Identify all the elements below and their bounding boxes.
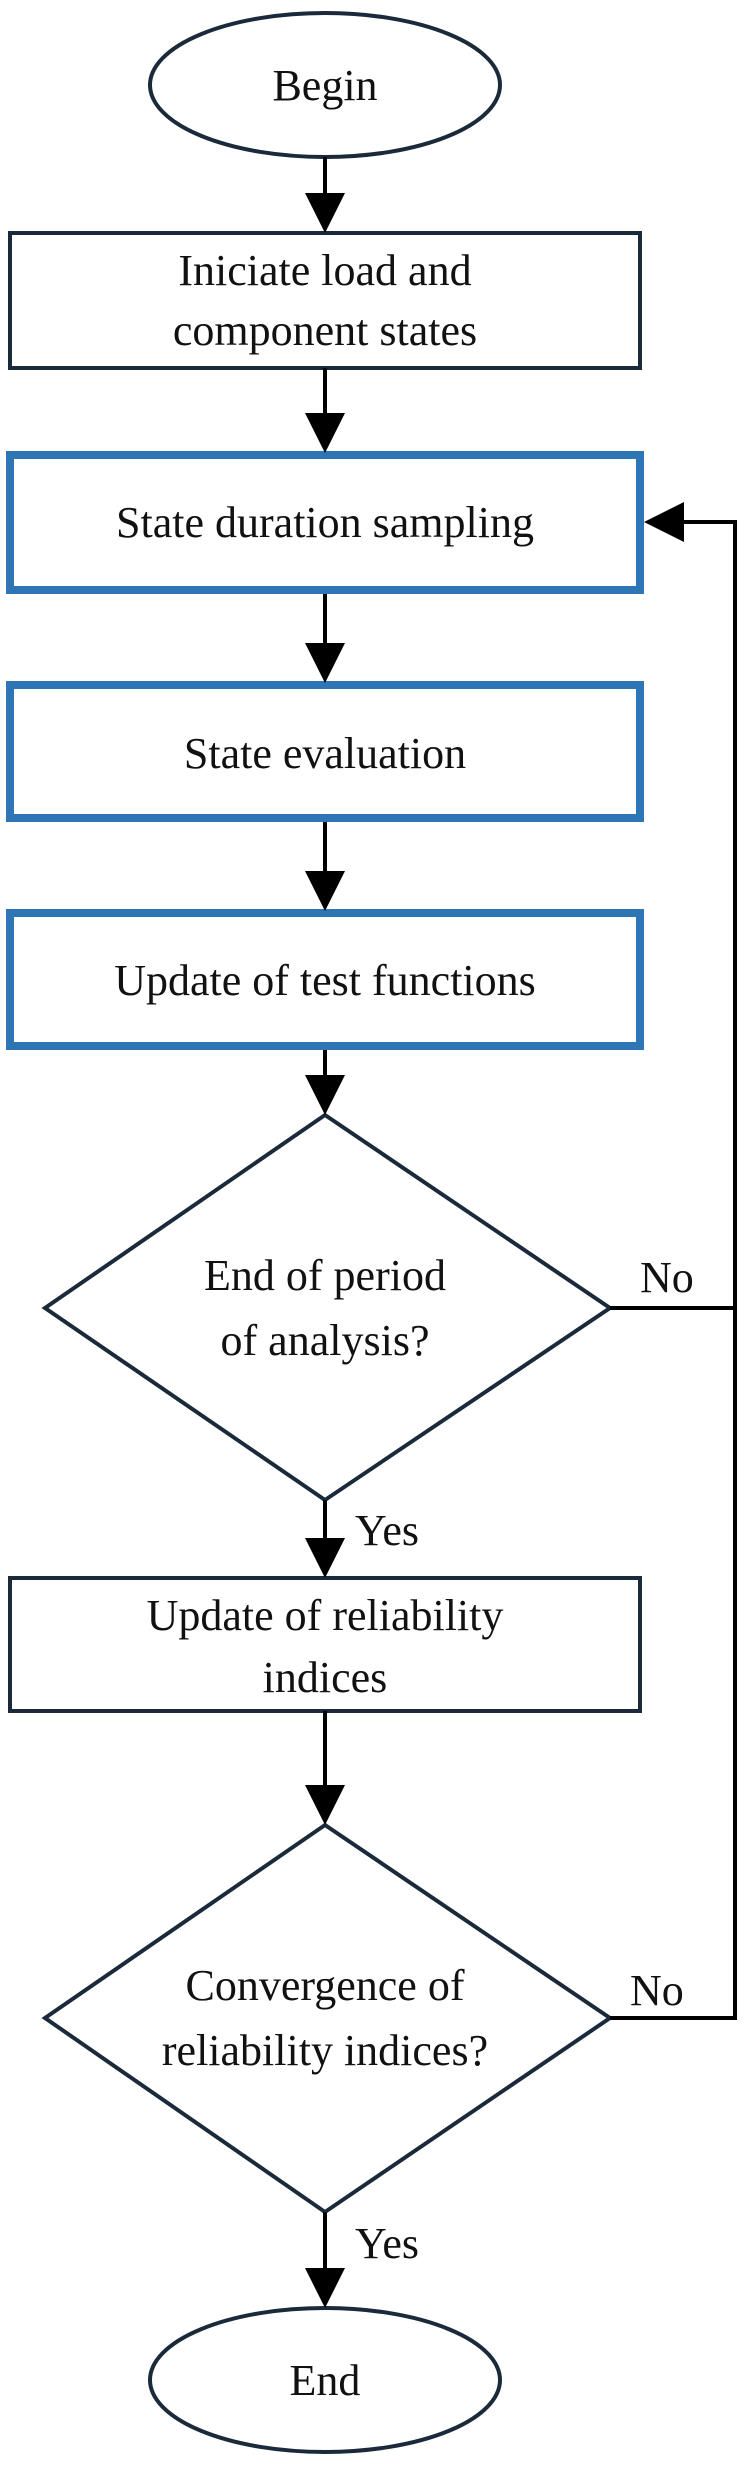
connectors bbox=[305, 157, 737, 2308]
end-period-label-line-1: End of period bbox=[204, 1251, 446, 1300]
evaluation-label: State evaluation bbox=[184, 729, 466, 778]
init-node: Iniciate load and component states bbox=[8, 231, 642, 370]
end-label: End bbox=[290, 2356, 361, 2405]
convergence-label-line-2: reliability indices? bbox=[162, 2026, 488, 2075]
arrow-convergence-no-loop bbox=[610, 1308, 737, 2020]
convergence-yes-label: Yes bbox=[355, 2219, 419, 2268]
update-test-label: Update of test functions bbox=[114, 956, 536, 1005]
update-test-node: Update of test functions bbox=[6, 909, 644, 1050]
init-label-line-2: component states bbox=[173, 306, 477, 355]
sampling-node: State duration sampling bbox=[6, 451, 644, 594]
arrow-end-period-no-loop bbox=[610, 502, 737, 1310]
update-rel-node: Update of reliability indices bbox=[8, 1576, 642, 1713]
end-node: End bbox=[148, 2306, 502, 2454]
evaluation-node: State evaluation bbox=[6, 681, 644, 822]
update-rel-label-line-1: Update of reliability bbox=[147, 1591, 504, 1640]
end-period-no-label: No bbox=[640, 1253, 694, 1302]
end-period-decision: End of period of analysis? bbox=[41, 1112, 614, 1503]
convergence-label-line-1: Convergence of bbox=[186, 1961, 465, 2010]
convergence-no-label: No bbox=[630, 1966, 684, 2015]
begin-node: Begin bbox=[148, 11, 502, 159]
begin-label: Begin bbox=[272, 61, 377, 110]
convergence-decision: Convergence of reliability indices? bbox=[41, 1822, 614, 2215]
end-period-label-line-2: of analysis? bbox=[221, 1316, 430, 1365]
init-label-line-1: Iniciate load and bbox=[178, 246, 471, 295]
update-rel-label-line-2: indices bbox=[263, 1653, 388, 1702]
sampling-label: State duration sampling bbox=[116, 498, 534, 547]
end-period-yes-label: Yes bbox=[355, 1506, 419, 1555]
